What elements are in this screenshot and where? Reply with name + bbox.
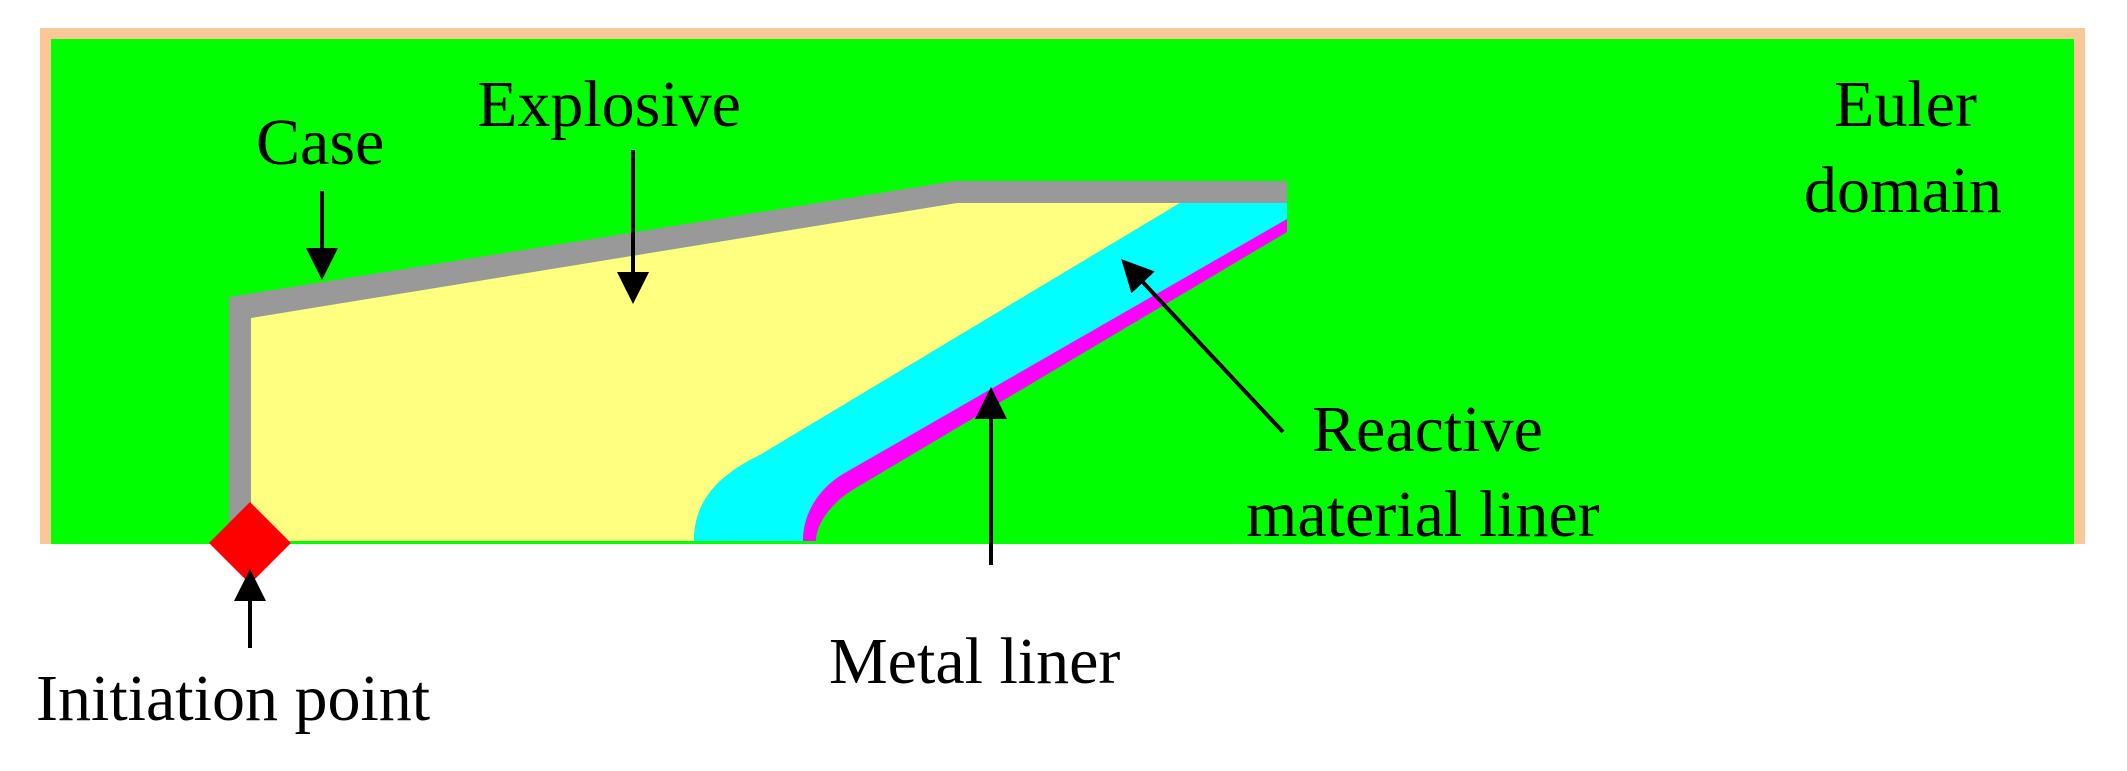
- reactive-liner-label-line2: material liner: [1246, 478, 1600, 551]
- euler-domain-label-line1: Euler: [1834, 68, 1977, 141]
- metal-liner-shape: [803, 219, 1287, 541]
- case-shape: [229, 181, 1287, 541]
- metal-liner-label: Metal liner: [829, 625, 1120, 698]
- explosive-shape: [251, 203, 1180, 541]
- initiation-point-label: Initiation point: [36, 662, 430, 735]
- case-label: Case: [256, 106, 384, 179]
- labels: Case Explosive Euler domain Reactive mat…: [36, 68, 2002, 735]
- reactive-liner-arrow: [1121, 259, 1285, 434]
- reactive-liner-label-line1: Reactive: [1312, 393, 1543, 466]
- euler-domain-label-line2: domain: [1804, 154, 2002, 227]
- arrows: [234, 150, 1285, 648]
- explosive-label: Explosive: [477, 68, 741, 141]
- initiation-point-marker: [209, 502, 291, 584]
